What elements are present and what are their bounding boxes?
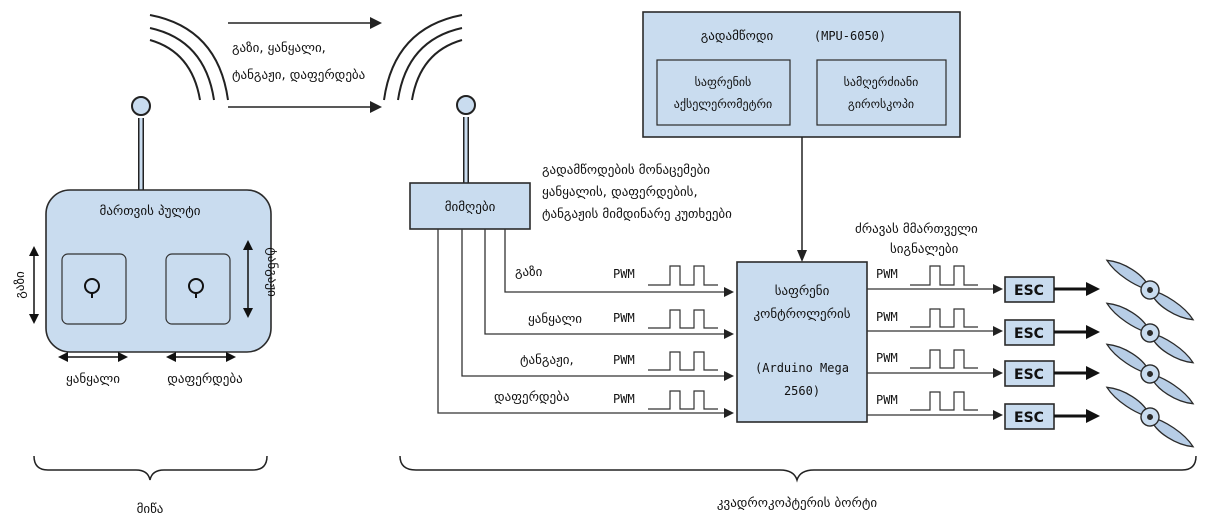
right-stick-pad	[165, 253, 231, 325]
controller-label-1: საფრენი	[775, 284, 830, 299]
transmitter-title: მართვის პულტი	[100, 204, 201, 219]
channel-label-pitch: ტანგაჟი,	[520, 353, 574, 368]
transmitter-antenna-tip	[131, 96, 151, 116]
channel-label-roll: დაფერდება	[494, 390, 569, 405]
flight-controller-box	[736, 261, 868, 423]
pwm-in-label-2: PWM	[613, 311, 635, 325]
yaw-label: ყანყალი	[66, 372, 120, 387]
receiver-radio-waves	[383, 14, 463, 101]
throttle-label: გაზი	[13, 271, 28, 299]
pwm-out-label-1: PWM	[876, 267, 898, 281]
imu-model: (MPU-6050)	[814, 29, 886, 43]
radio-link-line1: გაზი, ყანყალი,	[232, 41, 326, 56]
receiver-box	[409, 182, 531, 230]
sensor-note-line1: გადამწოდების მონაცემები	[542, 163, 710, 178]
gyroscope-box	[816, 59, 947, 126]
roll-label: დაფერდება	[167, 372, 242, 387]
controller-label-3: (Arduino Mega	[755, 361, 849, 375]
pitch-label: ტანგაჟი	[264, 247, 279, 297]
motor-note-line2: სიგნალები	[890, 242, 959, 257]
channel-label-yaw: ყანყალი	[528, 312, 582, 327]
quad-group-label: კვადროკოპტერის ბორტი	[717, 496, 877, 511]
output-wires	[867, 284, 1003, 420]
pwm-in-label-3: PWM	[613, 353, 635, 367]
esc-label-4: ESC	[1014, 410, 1044, 426]
channel-label-throttle: გაზი	[515, 265, 543, 280]
pwm-out-label-3: PWM	[876, 351, 898, 365]
sensor-note: გადამწოდების მონაცემები ყანყალის, დაფერდ…	[542, 163, 732, 222]
pwm-out-label-2: PWM	[876, 310, 898, 324]
radio-link-line2: ტანგაჟი, დაფერდება	[232, 68, 365, 83]
accelerometer-label-2: აქსელერომეტრი	[674, 97, 772, 111]
pwm-out-label-4: PWM	[876, 393, 898, 407]
radio-link: გაზი, ყანყალი, ტანგაჟი, დაფერდება	[228, 17, 382, 113]
accelerometer-label-1: საფრენის	[695, 75, 752, 89]
esc-label-1: ESC	[1014, 283, 1044, 299]
propeller-1-icon	[1105, 259, 1195, 321]
gyroscope-label-1: სამღერძიანი	[844, 75, 919, 89]
esc-box-3	[1004, 360, 1055, 387]
esc-group: ESC ESC ESC ESC	[1004, 276, 1055, 430]
accelerometer-box	[656, 59, 791, 126]
pwm-in-label-4: PWM	[613, 392, 635, 406]
esc-box-4	[1004, 403, 1055, 430]
esc-label-2: ESC	[1014, 326, 1044, 342]
motor-note-line1: ძრავას მმართველი	[855, 222, 978, 237]
ground-group-label: მიწა	[137, 502, 164, 517]
pwm-in-label-1: PWM	[613, 267, 635, 281]
pitch-arrow	[243, 240, 253, 318]
controller-label-2: კონტროლერის	[753, 307, 850, 322]
yaw-arrow	[58, 352, 128, 362]
output-pwm-group: PWM PWM PWM PWM	[876, 265, 978, 411]
controller-label-4: 2560)	[784, 384, 820, 398]
propeller-2-icon	[1105, 302, 1195, 364]
roll-arrow	[166, 352, 236, 362]
esc-to-motor-arrows	[1054, 282, 1100, 423]
input-pwm-group: PWM PWM PWM PWM	[613, 265, 718, 410]
propeller-3-icon	[1105, 343, 1195, 405]
flight-controller-group: საფრენი კონტროლერის (Arduino Mega 2560)	[736, 261, 868, 423]
gyroscope-label-2: გიროსკოპი	[848, 97, 914, 111]
sensor-note-line3: ტანგაჟის მიმდინარე კუთხეები	[542, 207, 732, 222]
quad-brace	[399, 455, 1197, 483]
propeller-4-icon	[1105, 386, 1195, 448]
ground-brace	[33, 455, 268, 481]
throttle-arrow	[29, 246, 39, 324]
receiver-label: მიმღები	[445, 200, 496, 215]
imu-to-controller-arrow	[797, 137, 807, 262]
left-stick-pad	[61, 253, 127, 325]
transmitter-radio-waves	[149, 14, 229, 101]
receiver-group: მიმღები	[383, 14, 531, 230]
esc-label-3: ESC	[1014, 367, 1044, 383]
esc-box-1	[1004, 276, 1055, 303]
esc-box-2	[1004, 319, 1055, 346]
receiver-antenna-tip	[456, 95, 476, 115]
sensor-note-line2: ყანყალის, დაფერდების,	[542, 185, 698, 200]
channel-wires	[437, 229, 734, 418]
imu-group: გადამწოდი (MPU-6050) საფრენის აქსელერომე…	[642, 11, 961, 138]
transmitter-group: მართვის პულტი გაზი ტანგაჟი ყანყალი	[13, 14, 279, 387]
imu-title: გადამწოდი	[701, 29, 774, 44]
